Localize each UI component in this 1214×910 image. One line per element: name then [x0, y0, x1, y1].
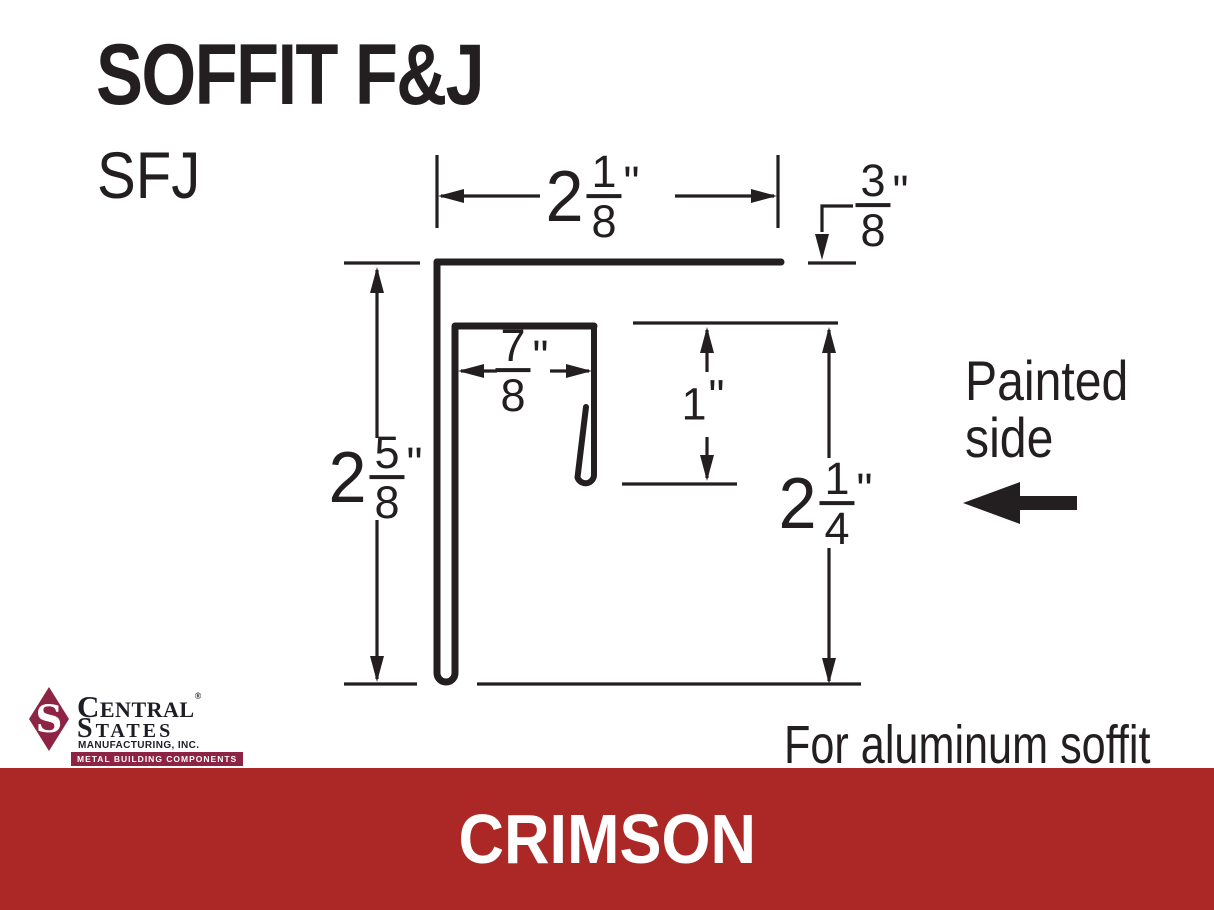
logo-line3: MANUFACTURING, INC. [78, 740, 200, 751]
application-note: For aluminum soffit [784, 715, 1151, 775]
painted-side-label: Painted side [965, 349, 1129, 469]
logo-diamond: S [29, 687, 69, 751]
dim-label-width-top: 2 1 8 " [545, 146, 640, 248]
page-title: SOFFIT F&J [96, 27, 485, 123]
logo-tagline: METAL BUILDING COMPONENTS [71, 752, 244, 766]
registered-mark-icon: ® [194, 691, 202, 701]
color-name: CRIMSON [458, 800, 756, 878]
company-logo: S Central® States MANUFACTURING, INC. ME… [26, 683, 244, 766]
logo-line2: States [77, 713, 174, 744]
color-banner: CRIMSON [0, 768, 1214, 910]
logo-line1: Central® [77, 689, 202, 724]
logo-monogram: S [36, 697, 63, 741]
profile-outline [433, 258, 785, 686]
dimension-arrows [370, 189, 836, 684]
product-code: SFJ [97, 138, 201, 212]
dim-label-opening: 1 " [681, 370, 725, 430]
hem-hook [574, 323, 597, 487]
dim-label-channel: 7 8 " [493, 323, 549, 419]
dim-label-hem-offset: 3 8 " [853, 158, 909, 254]
dim-label-height-right: 2 1 4 " [778, 453, 873, 555]
painted-side-arrow [963, 482, 1077, 524]
dim-label-height-left: 2 5 8 " [328, 427, 423, 529]
